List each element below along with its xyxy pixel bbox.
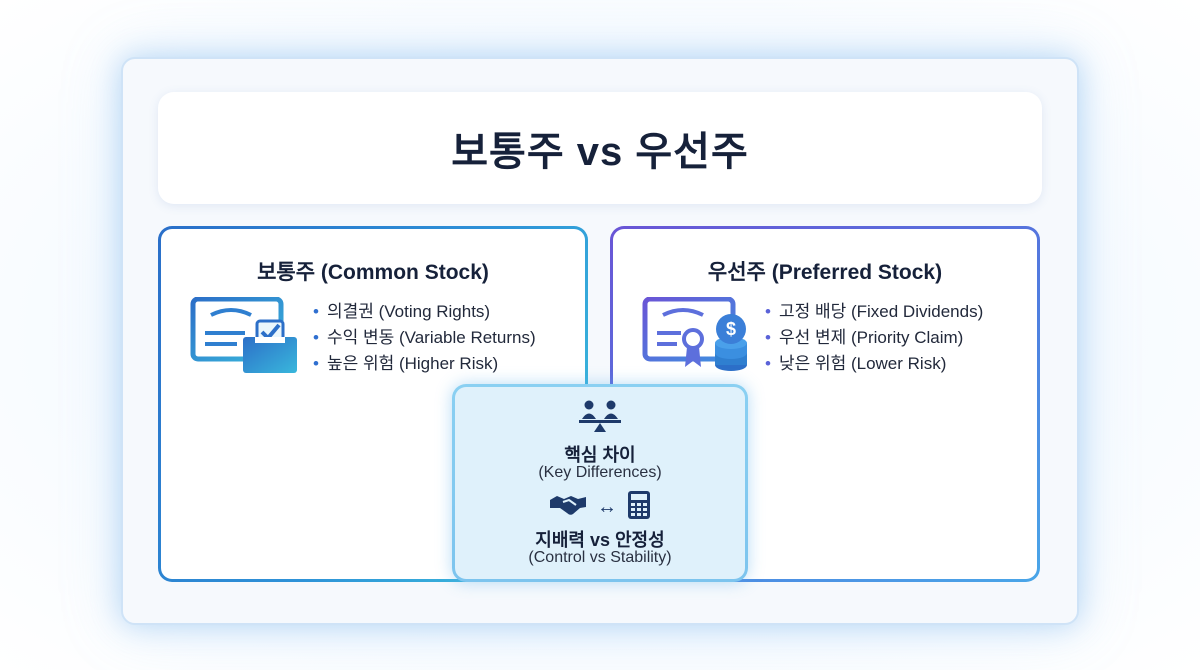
control-stability-heading-en: (Control vs Stability)	[528, 549, 672, 566]
svg-text:$: $	[726, 319, 736, 339]
list-item: •고정 배당 (Fixed Dividends)	[765, 302, 984, 321]
bidirectional-arrow-icon: ↔	[597, 496, 617, 518]
key-differences-box: 핵심 차이 (Key Differences) ↔	[452, 384, 748, 582]
key-differences-heading: 핵심 차이	[564, 445, 636, 465]
key-differences-heading-en: (Key Differences)	[538, 464, 662, 481]
title-card: 보통주 vs 우선주	[158, 92, 1042, 204]
certificate-ballot-icon	[189, 296, 299, 382]
list-item: •수익 변동 (Variable Returns)	[313, 328, 536, 347]
handshake-icon	[549, 492, 587, 523]
common-feature-list: •의결권 (Voting Rights) •수익 변동 (Variable Re…	[313, 299, 536, 377]
page-title: 보통주 vs 우선주	[451, 130, 749, 174]
list-item: •낮은 위험 (Lower Risk)	[765, 354, 947, 373]
list-item: •높은 위험 (Higher Risk)	[313, 354, 499, 373]
common-stock-title: 보통주 (Common Stock)	[257, 261, 489, 284]
control-stability-icons: ↔	[455, 490, 745, 525]
list-item: •의결권 (Voting Rights)	[313, 302, 491, 321]
preferred-stock-title: 우선주 (Preferred Stock)	[707, 261, 943, 284]
balance-scale-icon	[455, 399, 745, 438]
calculator-icon	[627, 490, 651, 525]
certificate-coins-icon: $	[641, 296, 751, 382]
preferred-feature-list: •고정 배당 (Fixed Dividends) •우선 변제 (Priorit…	[765, 299, 983, 377]
list-item: •우선 변제 (Priority Claim)	[765, 328, 964, 347]
control-stability-heading: 지배력 vs 안정성	[535, 530, 665, 550]
